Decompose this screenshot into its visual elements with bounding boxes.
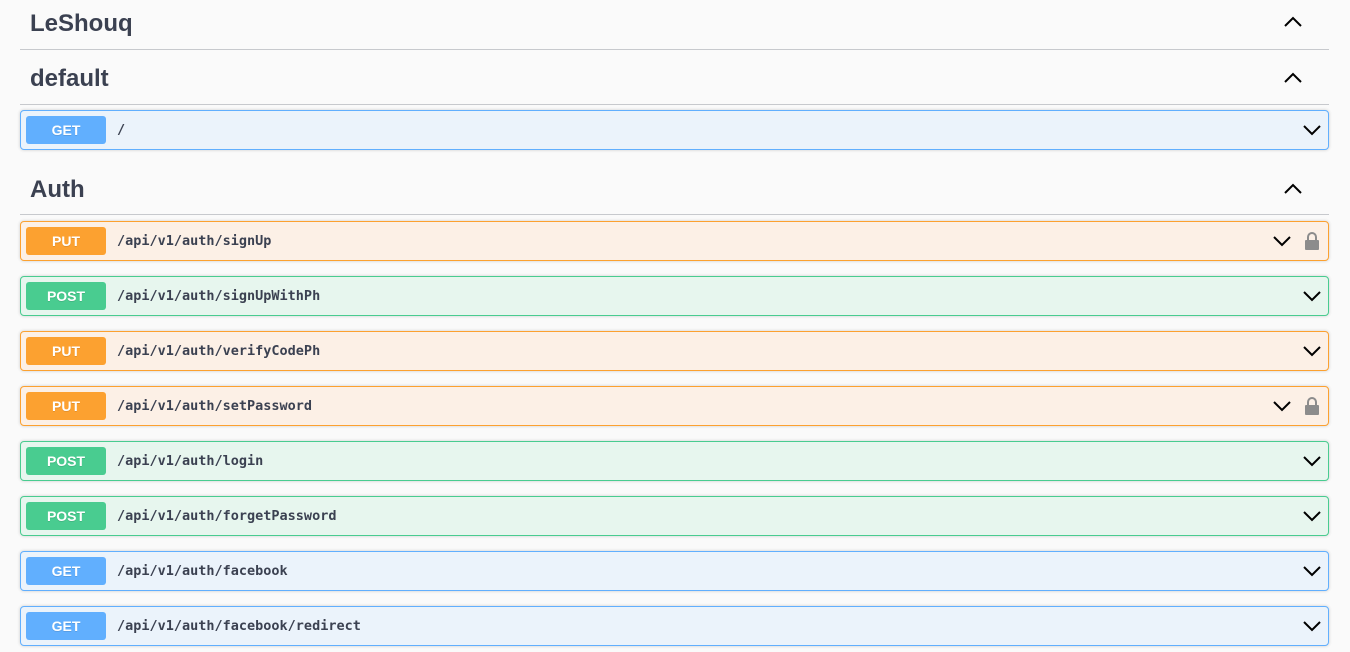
chevron-down-icon[interactable] (1302, 510, 1322, 522)
chevron-down-icon[interactable] (1302, 345, 1322, 357)
method-badge: GET (26, 557, 106, 585)
operation-path: /api/v1/auth/forgetPassword (117, 508, 337, 524)
operation-path: /api/v1/auth/facebook (117, 563, 288, 579)
chevron-down-icon[interactable] (1272, 400, 1292, 412)
operation-get-root[interactable]: GET / (20, 110, 1329, 150)
method-badge: PUT (26, 227, 106, 255)
chevron-down-icon[interactable] (1302, 124, 1322, 136)
method-badge: GET (26, 116, 106, 144)
section-title: Auth (30, 176, 85, 203)
chevron-up-icon[interactable] (1283, 183, 1303, 195)
method-badge: PUT (26, 392, 106, 420)
operation-put-signup[interactable]: PUT /api/v1/auth/signUp (20, 221, 1329, 261)
chevron-down-icon[interactable] (1302, 290, 1322, 302)
operation-path: /api/v1/auth/signUpWithPh (117, 288, 321, 304)
operation-put-verifycodeph[interactable]: PUT /api/v1/auth/verifyCodePh (20, 331, 1329, 371)
chevron-down-icon[interactable] (1302, 565, 1322, 577)
operation-post-login[interactable]: POST /api/v1/auth/login (20, 441, 1329, 481)
method-badge: POST (26, 282, 106, 310)
chevron-down-icon[interactable] (1302, 620, 1322, 632)
operation-post-signupwithph[interactable]: POST /api/v1/auth/signUpWithPh (20, 276, 1329, 316)
operation-put-setpassword[interactable]: PUT /api/v1/auth/setPassword (20, 386, 1329, 426)
method-badge: GET (26, 612, 106, 640)
chevron-down-icon[interactable] (1272, 235, 1292, 247)
chevron-down-icon[interactable] (1302, 455, 1322, 467)
operation-post-forgetpassword[interactable]: POST /api/v1/auth/forgetPassword (20, 496, 1329, 536)
operation-path: / (117, 122, 126, 138)
lock-icon[interactable] (1304, 396, 1320, 416)
chevron-up-icon[interactable] (1283, 72, 1303, 84)
method-badge: POST (26, 502, 106, 530)
section-header-auth[interactable]: Auth (20, 160, 1329, 215)
operation-get-facebook-redirect[interactable]: GET /api/v1/auth/facebook/redirect (20, 606, 1329, 646)
operation-path: /api/v1/auth/signUp (117, 233, 272, 249)
section-title: LeShouq (30, 10, 133, 37)
method-badge: POST (26, 447, 106, 475)
lock-icon[interactable] (1304, 231, 1320, 251)
operation-path: /api/v1/auth/verifyCodePh (117, 343, 321, 359)
section-title: default (30, 65, 109, 92)
operation-path: /api/v1/auth/login (117, 453, 264, 469)
section-header-leshouq[interactable]: LeShouq (20, 0, 1329, 50)
chevron-up-icon[interactable] (1283, 16, 1303, 28)
operation-get-facebook[interactable]: GET /api/v1/auth/facebook (20, 551, 1329, 591)
operation-path: /api/v1/auth/facebook/redirect (117, 618, 361, 634)
section-header-default[interactable]: default (20, 50, 1329, 105)
operation-path: /api/v1/auth/setPassword (117, 398, 313, 414)
method-badge: PUT (26, 337, 106, 365)
